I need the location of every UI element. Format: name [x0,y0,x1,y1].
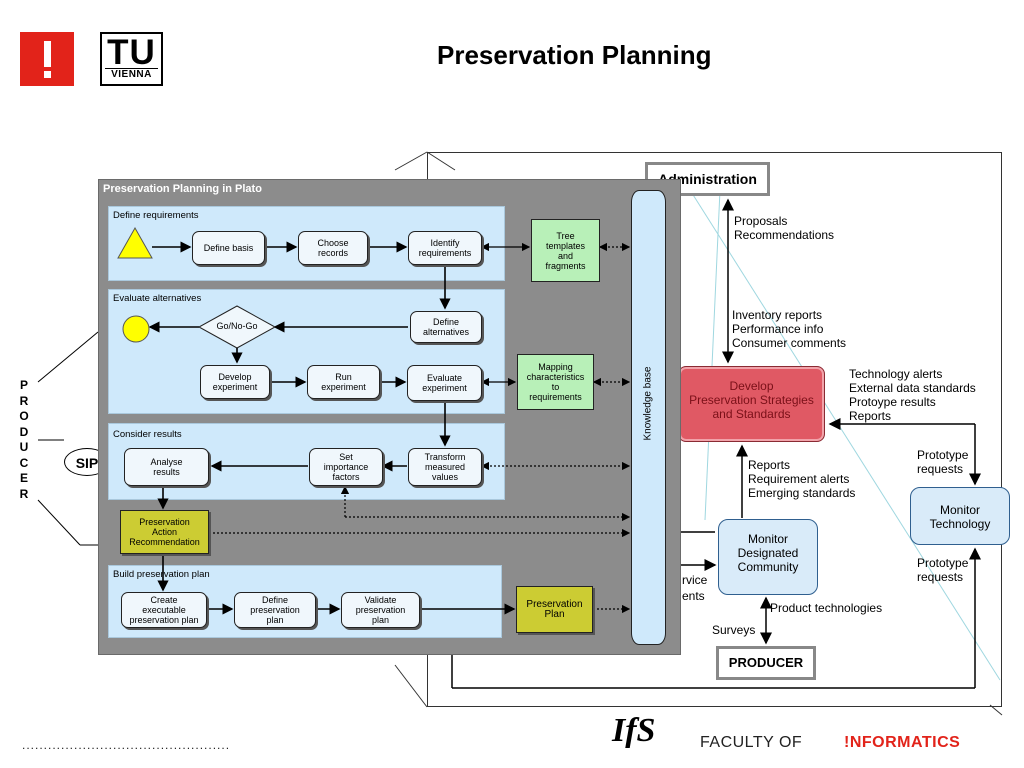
surveys-label: Surveys [712,623,756,637]
monitor-community-box: Monitor Designated Community [718,519,818,595]
preservation-plan-box: Preservation Plan [516,586,593,633]
node-define-plan: Define preservation plan [234,592,316,628]
logo-vienna-text: VIENNA [105,68,158,81]
go-nogo-label: Go/No-Go [216,321,258,331]
node-analyse-results: Analyse results [124,448,209,486]
product-technologies-label: Product technologies [770,601,883,615]
node-define-alternatives: Define alternatives [410,311,482,343]
knowledge-base-cylinder [631,190,666,645]
inventory-label: Inventory reports Performance info Consu… [732,308,847,350]
faculty-of-label: FACULTY OF [700,734,803,751]
footer-dotted-line: ........................................… [22,738,231,752]
knowledge-base-label: Knowledge base [643,367,654,441]
mapping-characteristics-box: Mapping characteristics to requirements [517,354,594,410]
service-label-fragment: rvice [682,573,708,587]
node-develop-experiment: Develop experiment [200,365,270,399]
develop-strategies-box: Develop Preservation Strategies and Stan… [678,366,825,442]
node-validate-plan: Validate preservation plan [341,592,420,628]
tree-templates-box: Tree templates and fragments [531,219,600,282]
end-circle [122,315,150,343]
tech-alerts-label: Technology alerts External data standard… [849,367,976,423]
prototype-requests-bottom: Prototype requests [917,556,969,584]
prototype-requests-top: Prototype requests [917,448,969,476]
node-transform-values: Transform measured values [408,448,482,486]
producer-box: PRODUCER [716,646,816,680]
node-set-importance: Set importance factors [309,448,383,486]
tu-exclamation-logo [20,32,74,86]
tu-vienna-logo: TU VIENNA [100,32,163,86]
producer-vertical-label: P R O D U C E R [19,378,29,501]
informatics-label: !NFORMATICS [844,734,961,751]
stage-evaluate-label: Evaluate alternatives [113,293,202,304]
node-identify-requirements: Identify requirements [408,231,482,265]
page-title: Preservation Planning [437,40,712,70]
logo-tu-text: TU [107,33,156,72]
node-run-experiment: Run experiment [307,365,380,399]
reports-label: Reports Requirement alerts Emerging stan… [748,458,856,500]
node-define-basis: Define basis [192,231,265,265]
node-evaluate-experiment: Evaluate experiment [407,365,482,401]
preservation-action-recommendation: Preservation Action Recommendation [120,510,209,554]
stage-define-label: Define requirements [113,210,199,221]
node-choose-records: Choose records [298,231,368,265]
monitor-technology-box: Monitor Technology [910,487,1010,545]
stage-consider-label: Consider results [113,429,182,440]
start-triangle [117,226,153,259]
comments-label-fragment: ents [682,589,705,603]
proposals-label: Proposals Recommendations [734,214,835,242]
stage-build-label: Build preservation plan [113,569,210,580]
ifs-logo: IfS [612,712,656,749]
plato-title: Preservation Planning in Plato [103,183,262,195]
node-create-plan: Create executable preservation plan [121,592,207,628]
